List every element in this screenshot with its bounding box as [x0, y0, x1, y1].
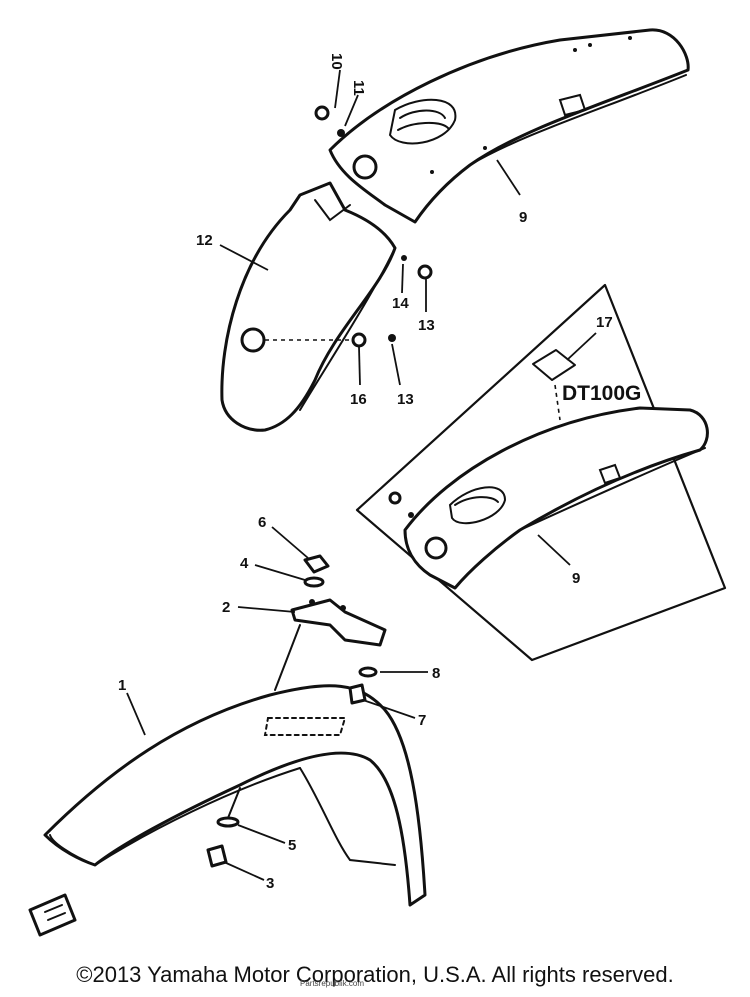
callout-5: 5 [288, 837, 296, 854]
callout-13-top: 13 [418, 317, 435, 334]
dt100g-inset [355, 283, 727, 662]
callout-9-inset: 9 [572, 570, 580, 587]
callout-16: 16 [350, 391, 367, 408]
bracket-2 [274, 598, 387, 691]
callout-2: 2 [222, 599, 230, 616]
callout-7: 7 [418, 712, 426, 729]
callout-10: 10 [328, 53, 345, 70]
callout-6: 6 [258, 514, 266, 531]
model-label: DT100G [562, 382, 641, 405]
callout-11: 11 [350, 80, 367, 96]
front-fender [43, 684, 427, 907]
rear-fender-top [328, 28, 690, 224]
callout-13-bottom: 13 [397, 391, 414, 408]
callouts: 10 11 9 12 14 13 16 13 17 DT100G 9 6 4 2… [118, 53, 641, 892]
callout-1: 1 [118, 677, 126, 694]
callout-14: 14 [392, 295, 409, 312]
callout-9-top: 9 [519, 209, 527, 226]
bolt-3 [206, 787, 241, 868]
callout-12: 12 [196, 232, 213, 249]
nut-6 [303, 554, 330, 588]
small-watermark: Partsrepublik.com [300, 979, 365, 988]
callout-8: 8 [432, 665, 440, 682]
rear-flap-12 [220, 181, 433, 432]
callout-17: 17 [596, 314, 613, 331]
callout-3: 3 [266, 875, 274, 892]
callout-4: 4 [240, 555, 249, 572]
bolt-10 [314, 105, 345, 137]
copyright-notice: ©2013 Yamaha Motor Corporation, U.S.A. A… [76, 962, 674, 987]
leader-lines [126, 69, 597, 881]
brand-logo [28, 893, 77, 937]
